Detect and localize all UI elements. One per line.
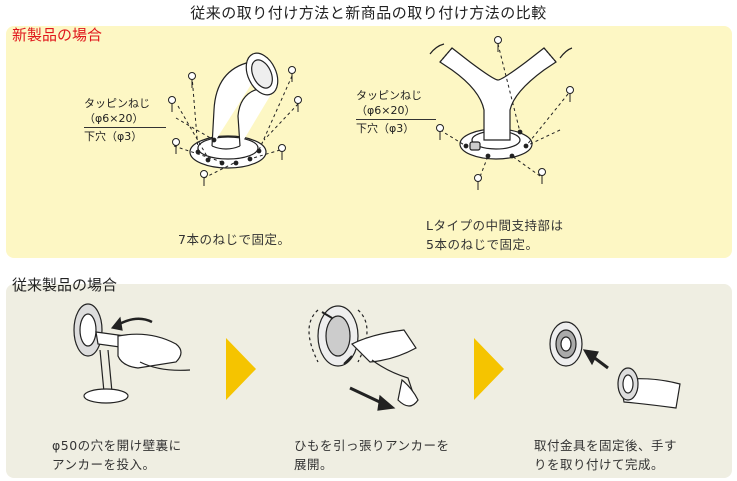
step3-caption-line1: 取付金具を固定後、手す (534, 438, 678, 453)
screw-size-1: （φ6×20） (84, 112, 144, 125)
old-product-heading: 従来製品の場合 (12, 276, 118, 294)
label-divider-2 (356, 119, 436, 120)
label-divider-1 (84, 127, 166, 128)
step-arrow-2 (474, 338, 504, 400)
hole-label-1: 下穴（φ3） (84, 130, 143, 143)
caption-diagram-2-line1: Lタイプの中間支持部は (426, 218, 564, 233)
page-title: 従来の取り付け方法と新商品の取り付け方法の比較 (190, 4, 547, 22)
hole-label-2: 下穴（φ3） (356, 122, 415, 135)
caption-diagram-1: 7本のねじで固定。 (178, 232, 291, 247)
new-product-heading: 新製品の場合 (12, 26, 103, 44)
old-product-panel (6, 284, 732, 478)
new-product-panel (6, 26, 732, 258)
step3-caption-line2: りを取り付けて完成。 (534, 457, 665, 472)
step-arrow-1 (226, 338, 256, 400)
step2-caption-line2: 展開。 (294, 457, 334, 472)
step1-caption-line2: アンカーを投入。 (52, 457, 156, 472)
screw-size-2: （φ6×20） (356, 104, 416, 117)
caption-diagram-2-line2: 5本のねじで固定。 (426, 237, 539, 252)
step2-caption-line1: ひもを引っ張りアンカーを (294, 438, 450, 453)
step1-caption-line1: φ50の穴を開け壁裏に (52, 438, 182, 453)
screw-label-2: タッピンねじ (356, 89, 422, 102)
screw-label-1: タッピンねじ (84, 97, 150, 110)
